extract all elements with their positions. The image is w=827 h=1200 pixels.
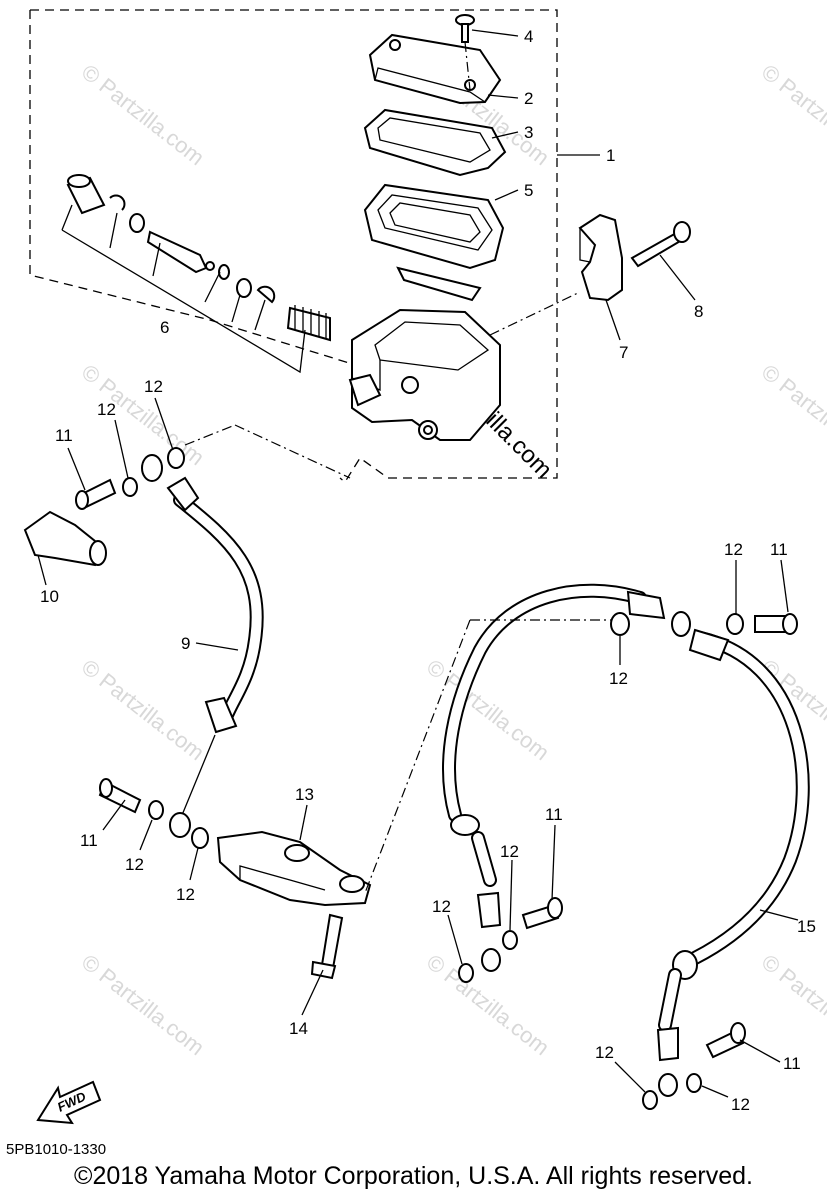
holder-bolt [630,221,691,268]
union-bolt [75,478,117,510]
copper-washer [502,930,518,950]
cap-screw [455,14,475,91]
watermark: © Partzilla.com [77,654,209,765]
callout-12: 12 [731,1095,750,1114]
diaphragm-plate [363,108,507,177]
leader-lines [37,29,799,1098]
upper-brake-hose [141,454,264,838]
diaphragm [363,183,505,270]
watermark: © Partzilla.com [77,949,209,1060]
master-cylinder-holder [578,213,623,302]
callout-8: 8 [694,302,703,321]
callout-14: 14 [289,1019,308,1038]
watermark: © Partzilla.com [757,949,827,1060]
callout-3: 3 [524,123,533,142]
forward-arrow-icon: FWD [36,1080,102,1125]
copper-washer [642,1090,658,1110]
copper-washer [191,827,209,849]
callout-11: 11 [545,805,563,824]
banjo-fitting [671,611,691,637]
copyright-notice: ©2018 Yamaha Motor Corporation, U.S.A. A… [74,1162,753,1190]
callout-12: 12 [432,897,451,916]
callout-12: 12 [724,540,743,559]
callout-11: 11 [770,540,788,559]
callout-6: 6 [160,318,169,337]
alignment-line [234,424,351,479]
union-bolt [98,778,142,814]
callout-10: 10 [40,587,59,606]
callout-12: 12 [595,1043,614,1062]
callout-2: 2 [524,89,533,108]
diagram-reference-code: 5PB1010-1330 [6,1141,107,1158]
banjo-cover [23,510,107,567]
callout-5: 5 [524,181,533,200]
callout-13: 13 [295,785,314,804]
union-bolt [705,1022,746,1059]
callout-11: 11 [783,1054,801,1073]
copper-washer [686,1073,702,1093]
alignment-line [489,291,581,336]
callout-11: 11 [55,426,73,445]
copper-washer [148,800,164,820]
reservoir-cap [368,33,502,105]
callout-12: 12 [500,842,519,861]
callout-7: 7 [619,343,628,362]
copper-washer [458,963,474,983]
joint-bolt [310,913,344,980]
callout-labels: 4 2 3 5 1 6 7 8 9 10 11 12 12 12 11 12 1… [40,27,816,1114]
callout-1: 1 [606,146,615,165]
protector-plate [396,266,482,302]
callout-12: 12 [97,400,116,419]
callout-12: 12 [609,669,628,688]
union-bolt [521,897,563,930]
callout-15: 15 [797,917,816,936]
master-cylinder-body [348,308,501,441]
callout-12: 12 [176,885,195,904]
copper-washer [122,477,138,497]
watermark: © Partzilla.com [757,59,827,170]
right-brake-hose [656,628,810,1097]
copper-washer [610,612,630,636]
assembly-boundary [29,9,558,483]
alignment-line [184,424,236,446]
callout-4: 4 [524,27,533,46]
watermark: © Partzilla.com [422,654,554,765]
brake-hose-joint [216,830,372,907]
copper-washer [167,447,185,469]
watermark: © Partzilla.com [757,359,827,470]
watermark: © Partzilla.com [77,59,209,170]
copper-washer [726,613,744,635]
callout-9: 9 [181,634,190,653]
callout-12: 12 [144,377,163,396]
left-brake-hose [442,583,666,972]
piston-kit [61,174,331,374]
alignment-line [364,619,471,894]
callout-11: 11 [80,831,98,850]
callout-12: 12 [125,855,144,874]
union-bolt [754,613,798,635]
